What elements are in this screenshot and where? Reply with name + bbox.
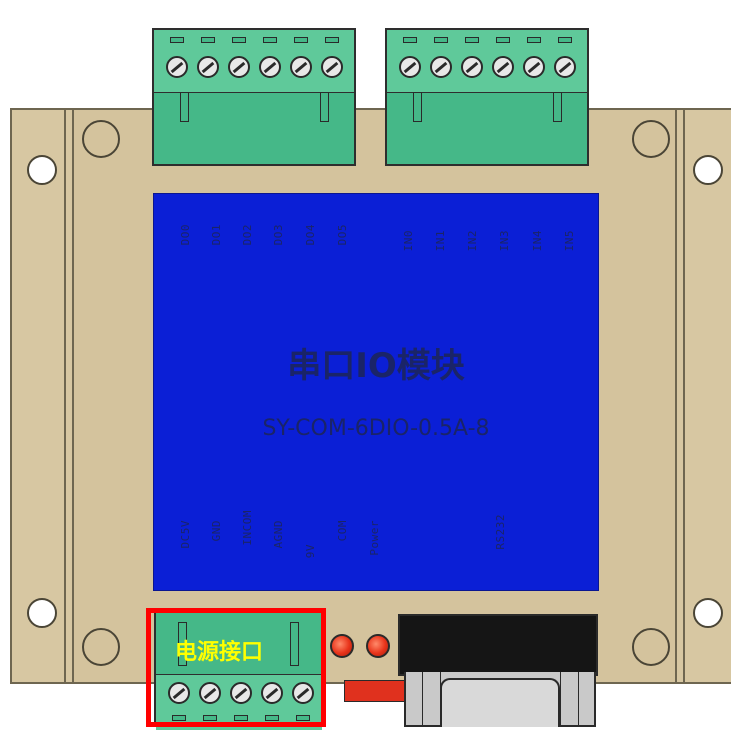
pin-label-rs232: RS232 [494, 514, 507, 550]
boss-bottom-right [632, 628, 670, 666]
screw-icon [166, 56, 188, 78]
pin-label-in2: IN2 [466, 230, 479, 252]
module-title: 串口IO模块 [287, 346, 465, 386]
screw-icon [290, 56, 312, 78]
screw-icon [197, 56, 219, 78]
screw-icon [292, 682, 314, 704]
pin-label-do5: DO5 [336, 224, 349, 246]
screw-icon [523, 56, 545, 78]
power-terminal-block [154, 610, 324, 730]
input-terminal-block [385, 28, 589, 166]
pin-label-incom: INCOM [241, 510, 254, 546]
pin-label-do4: DO4 [304, 224, 317, 246]
led-indicator [330, 634, 354, 658]
screw-icon [228, 56, 250, 78]
screw-icon [554, 56, 576, 78]
pin-label-in0: IN0 [402, 230, 415, 252]
pin-label-do0: DO0 [179, 224, 192, 246]
screw-icon [259, 56, 281, 78]
boss-top-right [632, 120, 670, 158]
rs232-connector [398, 614, 598, 676]
mount-hole-bottom-left [27, 598, 57, 628]
output-terminal-block [152, 28, 356, 166]
module-model: SY-COM-6DIO-0.5A-8 [262, 416, 490, 441]
boss-top-left [82, 120, 120, 158]
pin-label-do3: DO3 [272, 224, 285, 246]
pin-label-gnd: GND [210, 520, 223, 542]
screw-icon [321, 56, 343, 78]
screw-icon [230, 682, 252, 704]
screw-icon [399, 56, 421, 78]
screw-icon [199, 682, 221, 704]
pin-label-com: COM [336, 520, 349, 542]
pin-label-in5: IN5 [563, 230, 576, 252]
screw-icon [430, 56, 452, 78]
led-indicator [366, 634, 390, 658]
pin-label-9v: 9V [304, 544, 317, 559]
connector-base-strip [344, 680, 410, 702]
pin-label-do1: DO1 [210, 224, 223, 246]
pin-label-power: Power [368, 520, 381, 556]
pin-label-do2: DO2 [241, 224, 254, 246]
mount-hole-top-left [27, 155, 57, 185]
screw-icon [261, 682, 283, 704]
screw-icon [461, 56, 483, 78]
mount-hole-bottom-right [693, 598, 723, 628]
pin-label-in1: IN1 [434, 230, 447, 252]
power-interface-callout [146, 608, 326, 727]
pin-label-agnd: AGND [272, 520, 285, 549]
label-panel: DO0 DO1 DO2 DO3 DO4 DO5 IN0 IN1 IN2 IN3 … [153, 193, 599, 591]
pin-label-dc5v: DC5V [179, 520, 192, 549]
rs232-connector-face [440, 678, 560, 727]
boss-bottom-left [82, 628, 120, 666]
pin-label-in3: IN3 [498, 230, 511, 252]
left-rail [10, 108, 74, 684]
screw-icon [492, 56, 514, 78]
pin-label-in4: IN4 [531, 230, 544, 252]
mount-hole-top-right [693, 155, 723, 185]
screw-icon [168, 682, 190, 704]
power-interface-label: 电源接口 [175, 640, 264, 665]
